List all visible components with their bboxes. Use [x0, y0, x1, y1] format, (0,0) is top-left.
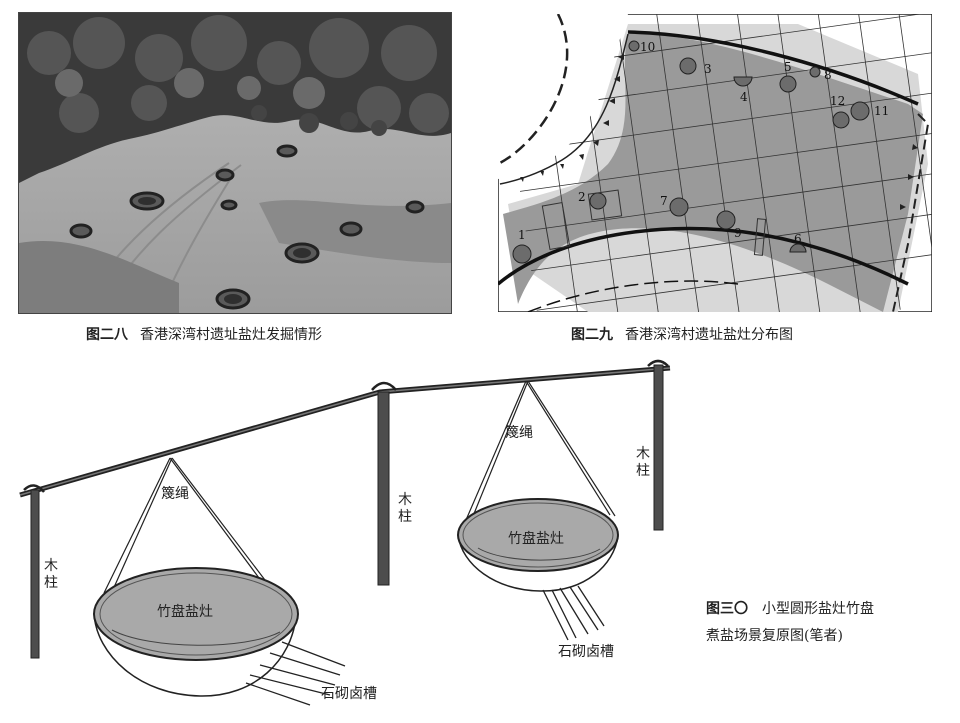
map-label-9: 9 — [734, 226, 742, 240]
label-pan-right: 竹盘盐灶 — [508, 531, 564, 547]
fig30-title-line1: 小型圆形盐灶竹盘 — [762, 601, 874, 617]
fig28-title: 香港深湾村遗址盐灶发掘情形 — [140, 327, 322, 343]
fig28-caption: 图二八香港深湾村遗址盐灶发掘情形 — [86, 324, 322, 344]
map-label-6: 6 — [794, 232, 802, 246]
map-label-1: 1 — [518, 228, 526, 242]
post-middle — [377, 391, 390, 586]
fig30-title-line2: 煮盐场景复原图(笔者) — [706, 628, 843, 644]
label-trough-left: 石砌卤槽 — [321, 686, 377, 702]
stone-trough-left — [245, 641, 346, 706]
fig29-number: 图二九 — [571, 327, 613, 343]
map-drawing — [498, 14, 932, 312]
map-label-3: 3 — [704, 62, 712, 76]
salt-boiling-reconstruction: 木柱 木柱 木柱 篾绳 篾绳 竹盘盐灶 竹盘盐灶 石砌卤槽 石砌卤槽 — [0, 350, 960, 719]
map-label-8: 8 — [824, 68, 832, 82]
label-post-middle: 木柱 — [398, 492, 412, 525]
post-left — [30, 489, 40, 659]
label-post-right: 木柱 — [636, 446, 650, 479]
stove-distribution-map: 1 2 3 4 5 6 7 8 9 10 11 12 — [498, 14, 932, 312]
label-rope-right: 篾绳 — [505, 425, 533, 441]
fig30-number: 图三〇 — [706, 601, 748, 617]
bamboo-pan-left — [93, 567, 299, 697]
map-label-10: 10 — [640, 40, 656, 54]
excavation-photo — [18, 12, 452, 314]
map-label-4: 4 — [740, 90, 748, 104]
fig28-number: 图二八 — [86, 327, 128, 343]
map-label-5: 5 — [784, 60, 792, 74]
excavation-photo-drawing — [19, 13, 451, 313]
fig29-title: 香港深湾村遗址盐灶分布图 — [625, 327, 793, 343]
map-label-2: 2 — [578, 190, 586, 204]
label-post-left: 木柱 — [44, 558, 58, 591]
bamboo-pan-right — [457, 498, 619, 592]
label-rope-left: 篾绳 — [161, 486, 189, 502]
fig30-caption: 图三〇小型圆形盐灶竹盘 煮盐场景复原图(笔者) — [706, 596, 874, 650]
label-pan-left: 竹盘盐灶 — [157, 604, 213, 620]
map-shaded-zone — [503, 33, 923, 312]
map-label-7: 7 — [660, 194, 668, 208]
post-right — [653, 364, 664, 531]
stone-trough-right — [542, 585, 605, 641]
fig29-caption: 图二九香港深湾村遗址盐灶分布图 — [571, 324, 793, 344]
reconstruction-drawing — [19, 359, 671, 706]
map-label-12: 12 — [830, 94, 846, 108]
map-label-11: 11 — [874, 104, 890, 118]
crossbeam — [19, 365, 671, 498]
label-trough-right: 石砌卤槽 — [558, 644, 614, 660]
